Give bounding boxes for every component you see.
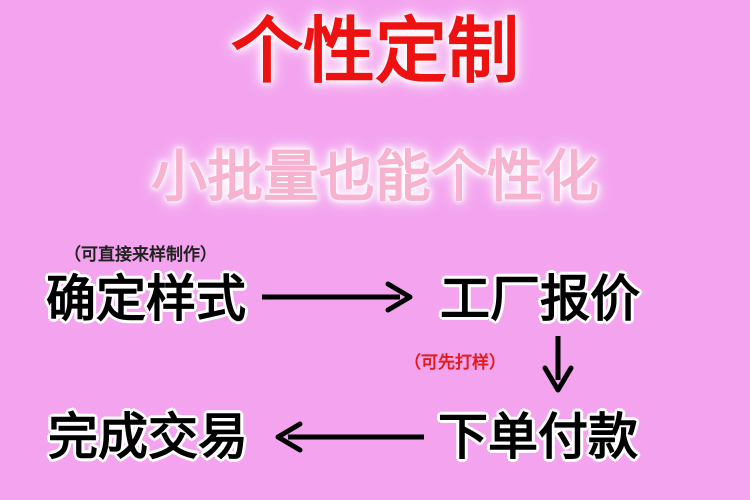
step-1-note: （可直接来样制作） [64,245,217,265]
arrow-right-icon [262,281,413,313]
step-4-complete-deal: 完成交易 [48,408,248,466]
page-subtitle: 小批量也能个性化 [151,145,599,210]
page-title: 个性定制 [230,9,519,93]
step-2-factory-quote: 工厂报价 [440,270,640,328]
arrow-down-icon [542,336,574,393]
step-3-order-payment: 下单付款 [438,408,638,466]
step-1-confirm-style: 确定样式 [46,270,246,328]
arrow-left-icon [275,421,424,453]
step-2-note: （可先打样） [404,353,506,373]
